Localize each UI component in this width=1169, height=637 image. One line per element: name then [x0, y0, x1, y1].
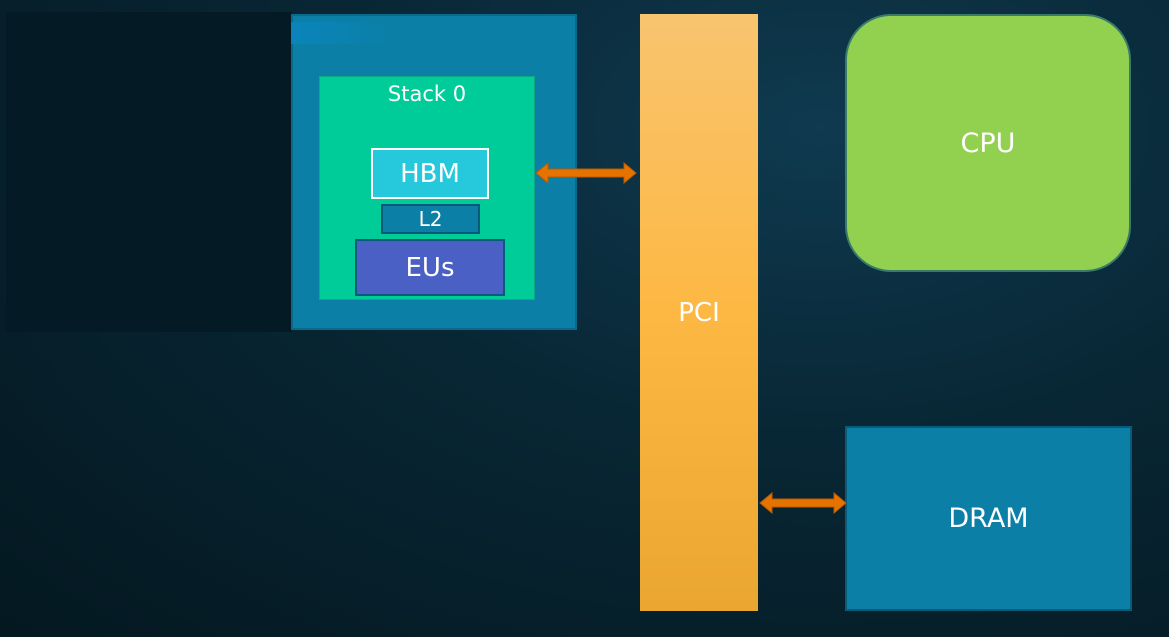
stack-label: Stack 0 [387, 82, 467, 106]
pci-bus: PCI [640, 14, 758, 611]
gpu-decoration [291, 22, 401, 44]
hbm-block: HBM [371, 148, 489, 199]
eus-block: EUs [355, 239, 505, 296]
l2-block: L2 [381, 204, 480, 234]
stack-pci-arrow [535, 161, 637, 185]
pci-dram-arrow [759, 491, 847, 515]
redacted-region [6, 12, 292, 332]
cpu-block: CPU [845, 14, 1131, 272]
dram-block: DRAM [845, 426, 1132, 611]
